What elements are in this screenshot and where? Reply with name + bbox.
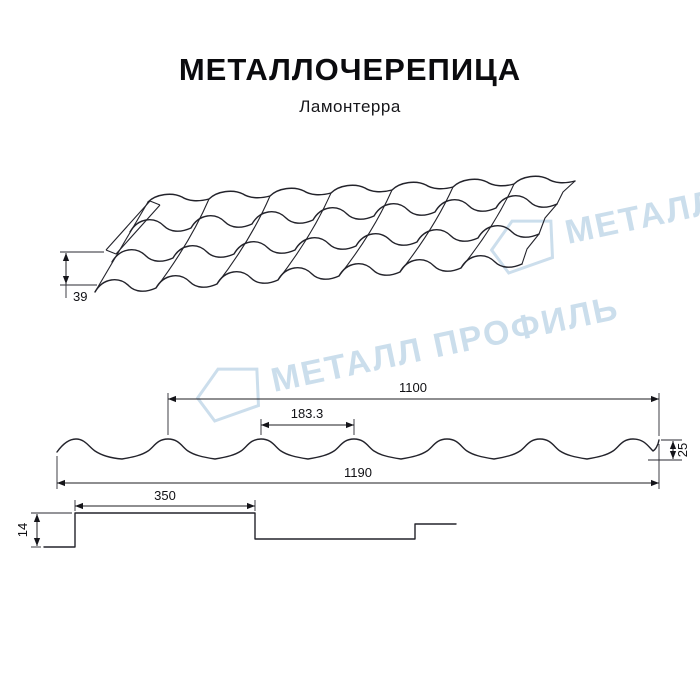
watermark-text: МЕТАЛЛ ПРОФИЛЬ	[562, 141, 700, 252]
tile-row-middle	[111, 225, 540, 263]
sheet-left-edge	[94, 201, 149, 293]
dim-label-183: 183.3	[291, 406, 324, 421]
dim-label-1100: 1100	[399, 380, 427, 395]
step-profile-line	[43, 512, 457, 548]
sheet-right-edge	[521, 180, 576, 265]
trough-line	[277, 192, 332, 281]
trough-line	[399, 186, 454, 273]
edge-batten	[105, 200, 161, 255]
dim-label-25: 25	[675, 443, 690, 457]
trough-line	[216, 195, 271, 285]
watermark-top-right: МЕТАЛЛ ПРОФИЛЬ	[489, 141, 700, 275]
brand-logo-icon	[195, 367, 261, 423]
watermark-text: МЕТАЛЛ ПРОФИЛЬ	[268, 289, 623, 400]
longitudinal-view: 350 14	[15, 488, 457, 548]
trough-line	[460, 183, 515, 269]
sheet-back-edge	[147, 175, 576, 203]
watermark-center: МЕТАЛЛ ПРОФИЛЬ	[195, 289, 623, 423]
trough-line	[338, 189, 393, 277]
trough-line	[155, 198, 210, 289]
tile-row-front	[94, 255, 523, 293]
perspective-view: 39	[60, 175, 576, 304]
profile-curve	[56, 438, 660, 460]
page-subtitle: Ламонтерра	[299, 97, 401, 116]
cross-section-view: 1100 183.3 25 1190	[56, 380, 690, 489]
dim-label-39: 39	[73, 289, 87, 304]
dim-label-1190: 1190	[344, 465, 372, 480]
brand-logo-icon	[489, 219, 555, 275]
dim-label-350: 350	[154, 488, 176, 503]
dim-label-14: 14	[15, 523, 30, 537]
page-title: МЕТАЛЛОЧЕРЕПИЦА	[178, 52, 522, 87]
